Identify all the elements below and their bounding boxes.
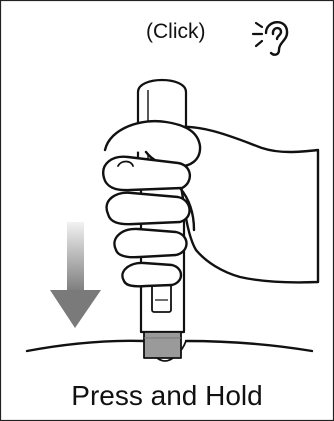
down-arrow-icon	[50, 222, 101, 328]
hand	[103, 121, 318, 286]
instruction-caption: Press and Hold	[0, 382, 334, 410]
click-sound-label: (Click)	[146, 21, 205, 42]
ear-icon	[266, 22, 287, 54]
pen-needle-end	[144, 332, 181, 358]
sound-waves-icon	[253, 23, 262, 46]
